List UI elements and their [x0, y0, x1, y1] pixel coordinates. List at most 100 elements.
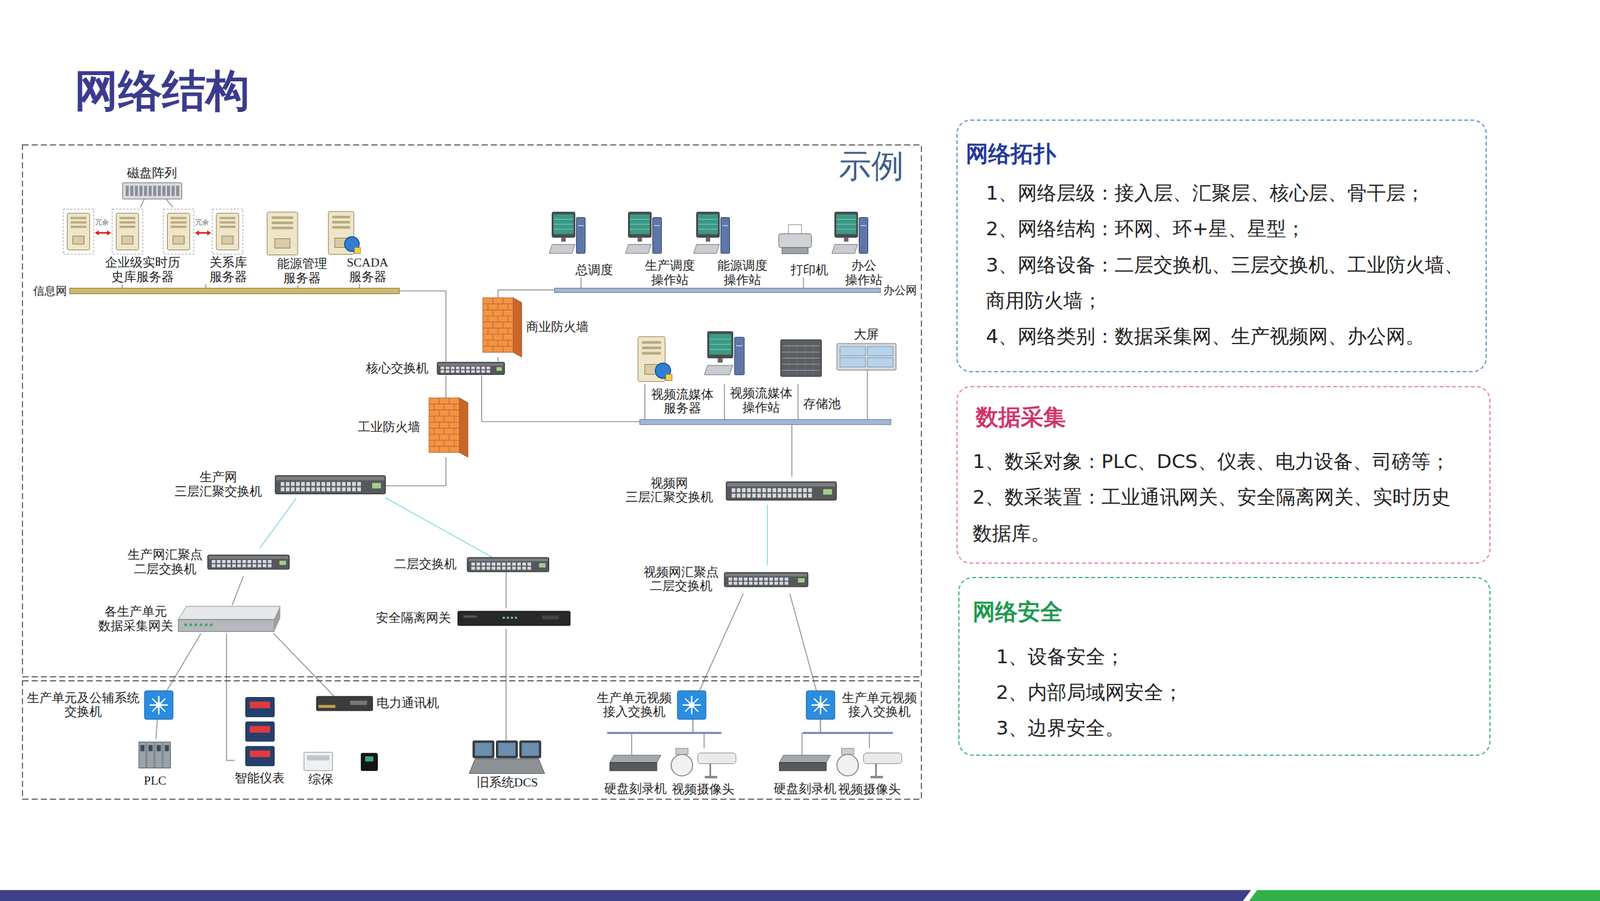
connector: [232, 576, 244, 605]
icon-part: [724, 572, 807, 577]
icon-part: [267, 559, 272, 563]
icon-part: [843, 237, 849, 243]
icon-part: [522, 562, 527, 566]
icon-part: [779, 762, 827, 771]
icon-part: [722, 225, 729, 226]
panel-item: 1、设备安全；: [996, 638, 1477, 675]
icon-part: [170, 217, 187, 220]
icon-part: [321, 487, 326, 492]
device-label: 生产调度 操作站: [643, 258, 697, 288]
icon-part: [207, 230, 212, 236]
device-label: 生产网汇聚点 二层交换机: [126, 547, 204, 577]
icon-part: [440, 366, 445, 370]
icon-part: [726, 481, 837, 500]
region-outline: [22, 680, 922, 799]
icon-part: [440, 369, 445, 373]
icon-part: [654, 225, 660, 226]
bus-band: 办公网: [554, 287, 881, 293]
icon-part: [813, 341, 814, 375]
device-label: 能源管理 服务器: [275, 257, 328, 286]
device-label: 商业防火墙: [525, 320, 590, 335]
device-node: 生产网汇聚点 二层交换机: [126, 547, 289, 577]
device-node: 视频摄像头: [834, 748, 904, 797]
device-node: 视频网汇聚点 二层交换机: [643, 565, 809, 594]
device-icon: [726, 481, 837, 500]
icon-part: [290, 481, 295, 486]
icon-part: [448, 434, 450, 441]
icon-part: [119, 221, 136, 224]
connector: [399, 290, 446, 362]
device-label: 能源调度 操作站: [716, 258, 769, 288]
icon-part: [275, 475, 386, 494]
icon-part: [487, 328, 488, 335]
icon-part: [753, 581, 758, 585]
icon-part: [492, 310, 493, 317]
icon-part: [148, 744, 153, 752]
device-label: 各生产单元 数据采集网关: [96, 604, 174, 633]
icon-part: [738, 581, 743, 585]
device-node: 旧系统DCS: [469, 740, 545, 790]
device-node: 总调度: [549, 212, 613, 278]
icon-part: [637, 237, 642, 243]
icon-part: [539, 562, 546, 568]
icon-part: [460, 369, 465, 373]
icon-part: [502, 310, 503, 317]
icon-part: [498, 743, 516, 757]
icon-part: [207, 554, 289, 570]
device-icon: [482, 297, 522, 358]
icon-part: [733, 577, 737, 581]
icon-part: [834, 212, 857, 238]
icon-part: [806, 690, 836, 720]
icon-part: [267, 212, 298, 256]
device-icon: [467, 557, 550, 572]
device-icon: [207, 554, 290, 570]
icon-part: [481, 566, 486, 570]
icon-part: [808, 487, 812, 492]
icon-part: [519, 740, 542, 758]
icon-part: [341, 481, 346, 486]
device-icon: [437, 362, 505, 375]
panel-item: 2、网络结构：环网、环+星、星型；: [985, 210, 1471, 247]
icon-part: [841, 748, 855, 755]
icon-part: [326, 487, 331, 492]
device-label: 工业防火墙: [357, 420, 421, 435]
connector: [631, 719, 694, 755]
icon-part: [628, 212, 652, 238]
device-icon: [267, 212, 298, 256]
icon-part: [143, 185, 147, 196]
icon-part: [741, 487, 746, 492]
icon-part: [300, 481, 305, 486]
icon-part: [738, 577, 743, 581]
icon-part: [875, 763, 877, 777]
icon-part: [502, 562, 507, 566]
device-icon: [163, 207, 246, 254]
icon-part: [272, 227, 294, 230]
icon-part: [222, 235, 234, 244]
icon-part: [155, 702, 162, 709]
bus-band: 信息网: [69, 287, 401, 294]
panel-heading: 网络拓扑: [965, 140, 1486, 168]
icon-part: [870, 775, 884, 779]
device-node: 二层交换机: [391, 557, 549, 572]
device-icon: [778, 224, 812, 256]
device-node: 各生产单元 数据采集网关: [96, 604, 281, 633]
icon-part: [813, 698, 827, 712]
icon-part: [354, 247, 361, 254]
device-node: 生产单元视频 接入交换机: [806, 690, 919, 720]
bus-label: 办公网: [883, 282, 917, 298]
icon-part: [170, 221, 187, 224]
icon-part: [157, 185, 161, 196]
connector: [165, 198, 173, 208]
icon-part: [836, 228, 857, 230]
icon-part: [708, 349, 731, 350]
icon-part: [267, 564, 272, 568]
connector: [497, 289, 555, 298]
icon-part: [779, 577, 784, 581]
icon-part: [119, 217, 136, 220]
icon-part: [326, 481, 331, 486]
icon-part: [787, 487, 792, 492]
icon-part: [219, 221, 236, 224]
device-label: 生产网 三层汇聚交换机: [173, 470, 263, 499]
icon-part: [496, 367, 503, 371]
icon-part: [445, 369, 450, 373]
